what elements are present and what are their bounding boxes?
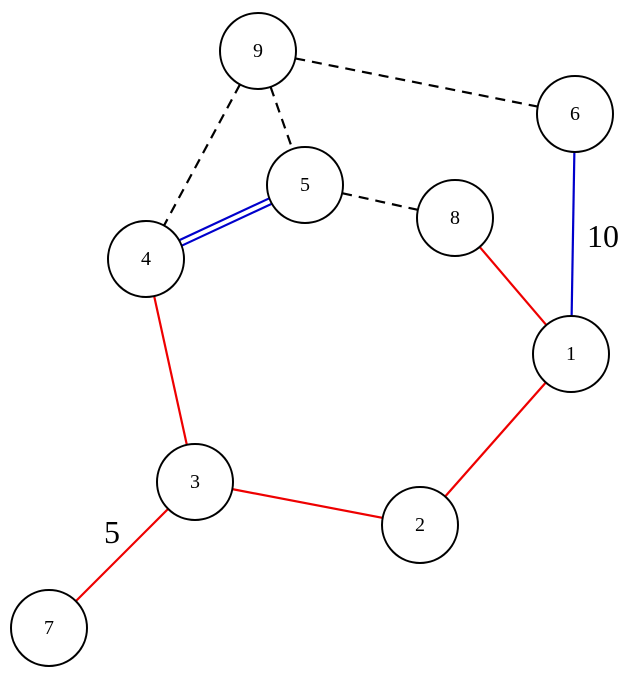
node-label: 2 [415,514,425,536]
edge-1-2 [444,381,547,498]
nodes-layer: 1 2 3 4 5 6 7 8 9 [10,12,614,667]
edge-6-1 [570,151,576,317]
node-circle [381,486,459,564]
edges-layer [75,57,576,602]
node-6: 6 [536,75,614,153]
node-label: 6 [570,103,580,125]
edge-9-5 [269,86,294,150]
node-circle [416,179,494,257]
node-circle [266,146,344,224]
node-label: 7 [44,617,54,639]
edge-9-4 [163,83,241,227]
node-circle [107,220,185,298]
node-label: 8 [450,207,460,229]
node-label: 4 [141,248,151,270]
edge-3-7 [75,508,169,602]
node-label: 9 [253,40,263,62]
edge-weight-6-1: 10 [587,218,619,254]
node-3: 3 [156,443,234,521]
edge-2-3 [232,488,383,519]
node-2: 2 [381,486,459,564]
edge-4-5 [178,197,273,247]
node-8: 8 [416,179,494,257]
node-circle [219,12,297,90]
node-label: 1 [566,343,576,365]
edge-4-3 [153,295,188,446]
node-4: 4 [107,220,185,298]
edge-8-1 [478,246,548,326]
node-5: 5 [266,146,344,224]
edge-5-8 [341,192,419,211]
node-7: 7 [10,589,88,667]
node-1: 1 [532,315,610,393]
node-circle [536,75,614,153]
node-circle [156,443,234,521]
edge-weight-3-7: 5 [104,514,120,550]
node-9: 9 [219,12,297,90]
edge-labels-layer: 10 5 [104,218,619,550]
edge-9-6 [295,57,538,108]
node-label: 5 [300,174,310,196]
node-label: 3 [190,471,200,493]
node-circle [10,589,88,667]
node-circle [532,315,610,393]
